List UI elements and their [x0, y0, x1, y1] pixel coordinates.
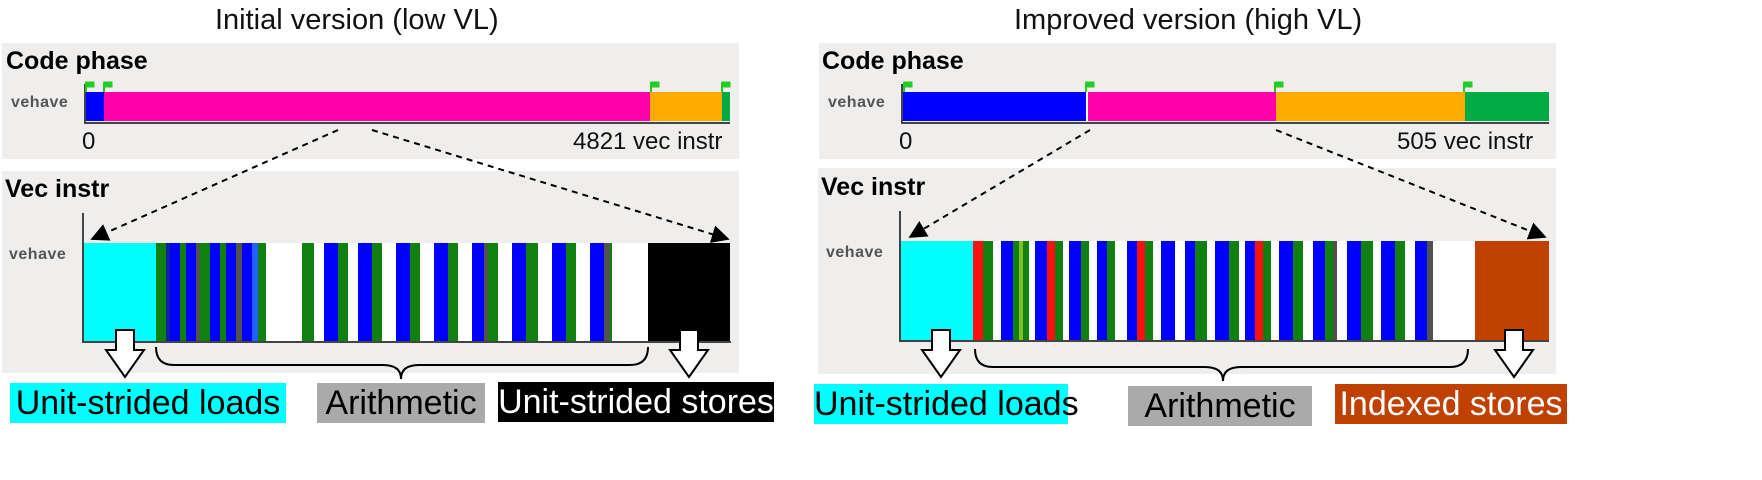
right-arith-brace [974, 348, 1469, 382]
left-vec-loads-block [84, 243, 156, 341]
right-label-loads: Unit-strided loads [814, 384, 1079, 424]
right-phase-green [1465, 92, 1549, 121]
left-vec-axis-h [82, 341, 731, 343]
left-vec-row-label: vehave [9, 246, 67, 263]
left-phase-axis-v [84, 84, 86, 124]
right-phase-divider [1086, 92, 1088, 121]
left-phase-green [722, 92, 730, 121]
left-vec-instr-title: Vec instr [5, 175, 110, 203]
right-code-phase-title: Code phase [822, 47, 964, 75]
right-label-arith: Arithmetic [1128, 386, 1312, 426]
right-vec-row-label: vehave [826, 244, 884, 261]
left-axis-start: 0 [82, 128, 96, 155]
left-phase-flags [85, 81, 731, 92]
left-vec-stores-block [648, 243, 730, 341]
left-vec-arith-stripes [156, 243, 648, 341]
left-phase-blue [86, 92, 104, 121]
right-vec-stores-block [1475, 241, 1549, 340]
left-arith-brace [155, 346, 649, 380]
left-vec-axis-v [82, 213, 84, 343]
right-vec-loads-block [901, 241, 973, 340]
right-vec-instr-title: Vec instr [821, 173, 926, 201]
left-label-arith: Arithmetic [317, 383, 485, 423]
right-phase-magenta [1088, 92, 1276, 121]
right-axis-start: 0 [899, 128, 913, 155]
left-axis-end: 4821 vec instr [573, 128, 723, 155]
left-phase-axis-h [84, 122, 730, 124]
right-label-stores: Indexed stores [1335, 384, 1567, 424]
right-title: Improved version (high VL) [1014, 4, 1363, 36]
left-label-loads: Unit-strided loads [10, 383, 286, 423]
right-phase-flags [903, 81, 1473, 92]
left-phase-bar [86, 92, 730, 121]
left-row-label: vehave [11, 94, 69, 111]
left-code-phase-title: Code phase [6, 47, 148, 75]
left-zoom-arrows [90, 129, 730, 243]
right-vec-arith-stripes [973, 241, 1475, 340]
right-zoom-arrows [908, 129, 1547, 240]
down-arrows [104, 329, 1535, 379]
right-vec-axis-h [899, 340, 1549, 342]
left-label-stores: Unit-strided stores [498, 382, 774, 422]
right-phase-orange [1276, 92, 1465, 121]
left-phase-orange [650, 92, 722, 121]
right-phase-axis-h [901, 122, 1549, 124]
right-vec-axis-v [899, 211, 901, 342]
right-phase-blue [903, 92, 1086, 121]
right-axis-end: 505 vec instr [1397, 128, 1534, 155]
right-phase-bar [903, 92, 1549, 121]
right-row-label: vehave [828, 94, 886, 111]
left-phase-magenta [104, 92, 650, 121]
left-title: Initial version (low VL) [215, 4, 499, 36]
right-phase-axis-v [901, 84, 903, 124]
